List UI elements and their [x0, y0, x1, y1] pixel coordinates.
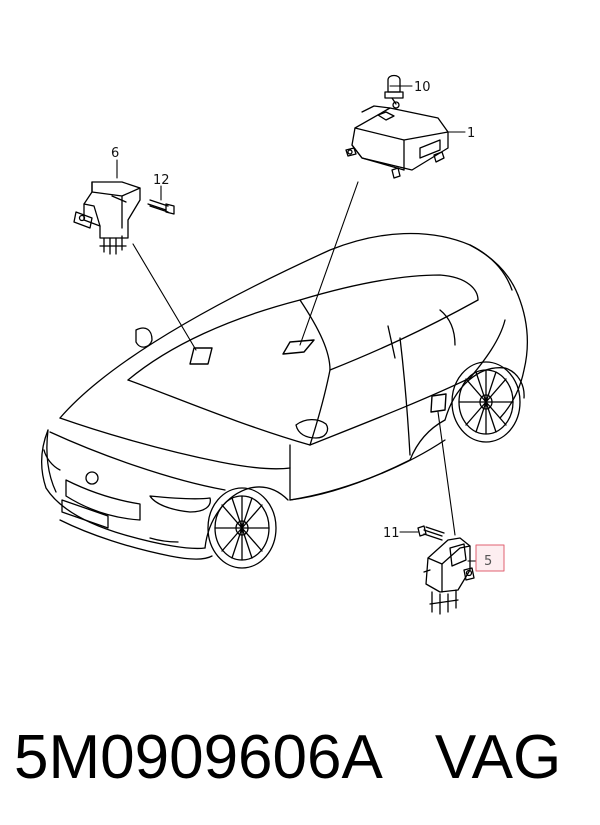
bolt-part-12: [147, 199, 175, 215]
part-caption: 5M0909606A VAG: [14, 722, 561, 793]
callout-5: 5: [484, 554, 492, 569]
door-sensor-marker: [430, 393, 447, 413]
nut-part-10: [384, 74, 404, 105]
car-illustration: [41, 232, 528, 569]
bolt-part-11: [417, 525, 445, 541]
callout-11: 11: [383, 526, 400, 541]
callout-10: 10: [414, 80, 431, 95]
windshield-sensor-marker: [189, 347, 213, 365]
callout-5-highlight: [475, 544, 505, 572]
brand-name: VAG: [434, 723, 562, 792]
roof-sensor-marker: [282, 339, 315, 355]
callout-6: 6: [111, 146, 119, 161]
crash-sensor-part-6: [73, 181, 141, 255]
airbag-control-unit: [345, 101, 449, 179]
callout-labels: 10 1 6 12 11 5: [111, 80, 492, 569]
leader-lines: [116, 85, 481, 562]
part-number: 5M0909606A: [14, 723, 383, 792]
callout-12: 12: [153, 173, 170, 188]
sensor-location-markers: [189, 339, 447, 413]
side-sensor-part-5: [423, 537, 475, 615]
callout-1: 1: [467, 126, 475, 141]
